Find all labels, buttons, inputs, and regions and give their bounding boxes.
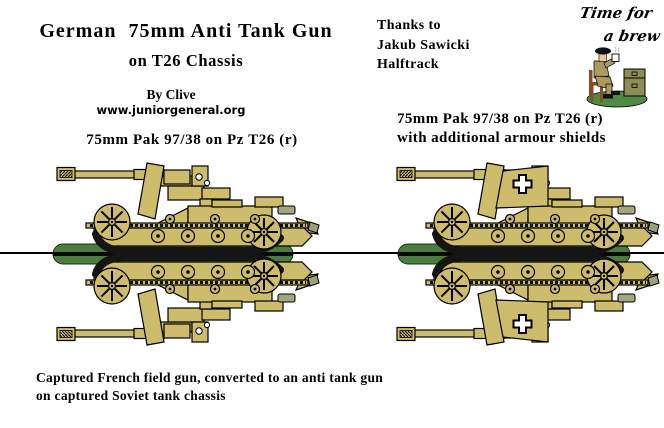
thanks-line: Thanks to <box>377 18 441 33</box>
footer-caption-line1: Captured French field gun, converted to … <box>36 370 384 385</box>
soldier-tea-break-icon <box>586 46 648 108</box>
figure-pak-t26 <box>52 162 320 346</box>
brew-caption-line1: Time for <box>578 4 654 22</box>
figure-label-right-line2: with additional armour shields <box>397 129 606 146</box>
page-title: German 75mm Anti Tank Gun <box>39 20 333 42</box>
author-byline: By Clive <box>146 87 196 102</box>
steam <box>614 46 620 53</box>
website-url: www.juniorgeneral.org <box>96 103 246 117</box>
figure-pak-t26-shielded <box>390 162 664 346</box>
figure-label-left: 75mm Pak 97/38 on Pz T26 (r) <box>86 132 298 148</box>
figure-label-right: 75mm Pak 97/38 on Pz T26 (r) with additi… <box>397 110 606 147</box>
page-subtitle: on T26 Chassis <box>128 51 244 70</box>
thanks-line: Halftrack <box>377 57 439 72</box>
footer-caption: Captured French field gun, converted to … <box>36 369 383 404</box>
fold-line <box>0 252 664 254</box>
thanks-note: Thanks to Jakub Sawicki Halftrack <box>377 16 470 75</box>
figure-label-right-line1: 75mm Pak 97/38 on Pz T26 (r) <box>397 111 603 127</box>
tea-mug <box>611 53 620 62</box>
thanks-line: Jakub Sawicki <box>377 37 470 53</box>
supply-crate <box>623 68 646 97</box>
footer-caption-line2: on captured Soviet tank chassis <box>36 387 226 403</box>
soldier <box>593 46 620 99</box>
